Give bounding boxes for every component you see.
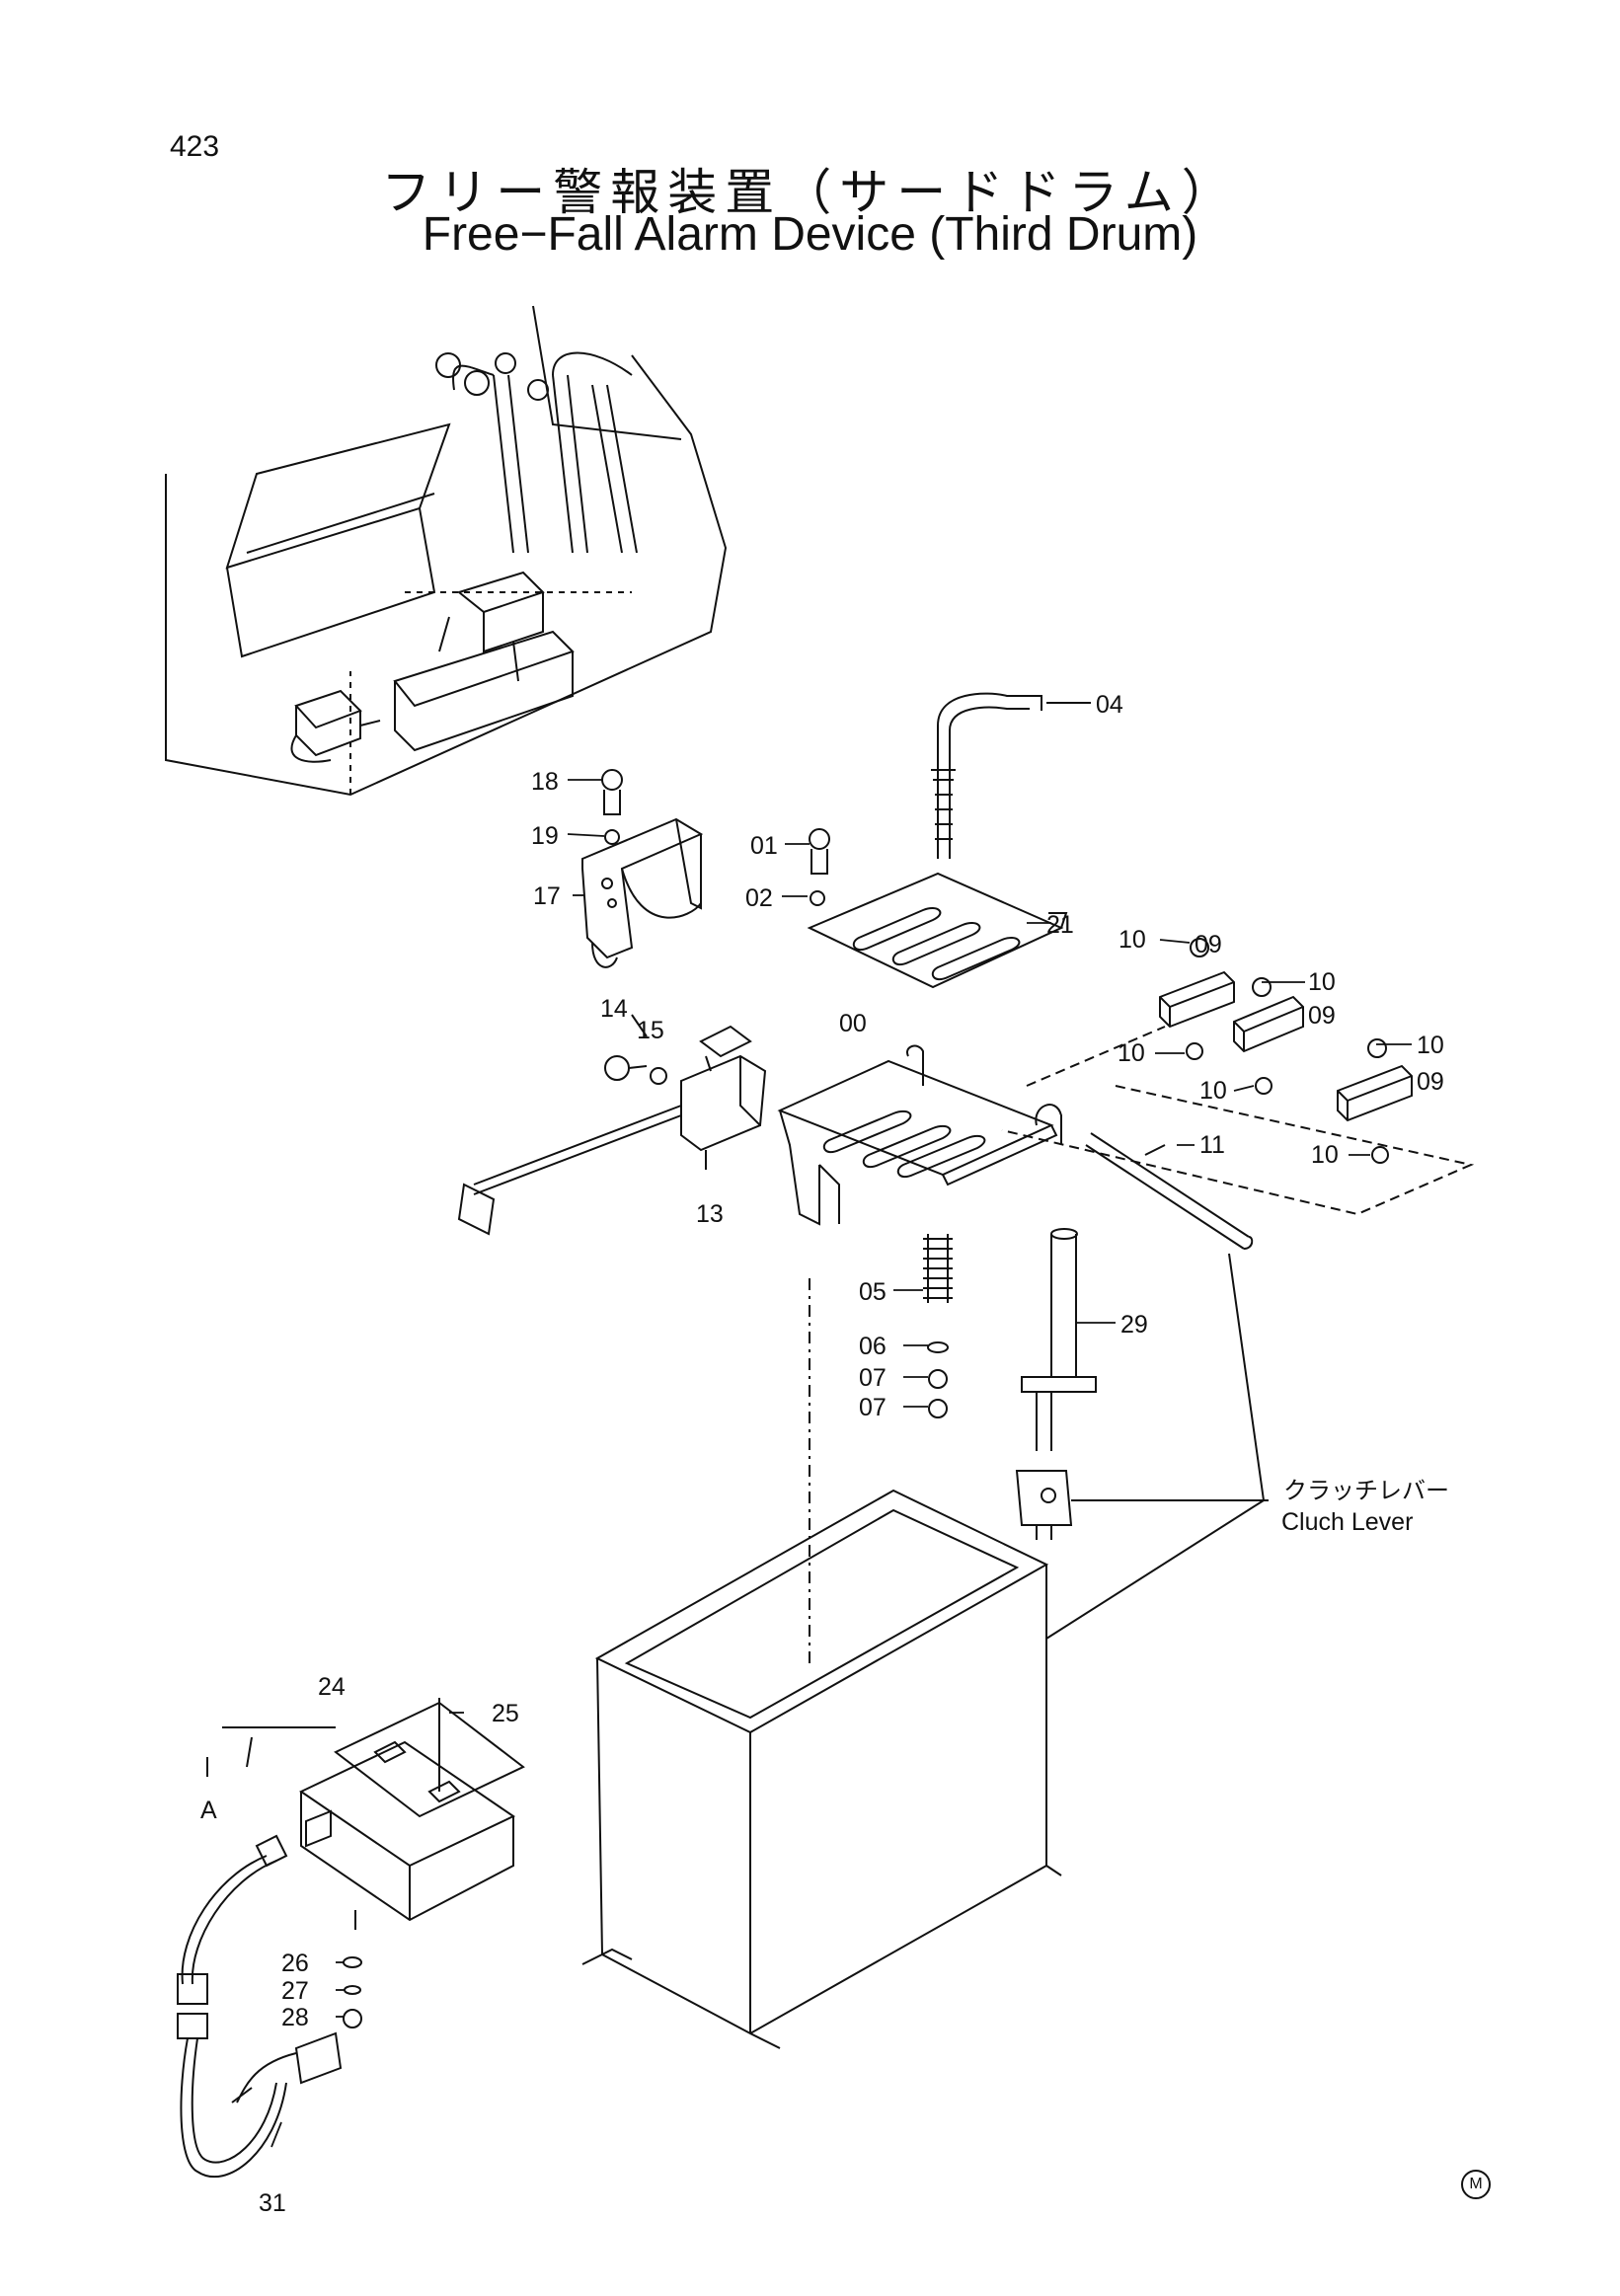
callout-07b: 07 [859,1394,887,1421]
callout-06: 06 [859,1333,887,1360]
callout-18: 18 [531,768,559,796]
part-13-alarm-switch [457,1014,767,1236]
callout-10a: 10 [1119,926,1146,954]
part-21-cover-plate [807,872,1068,989]
callout-labels: 00 01 02 04 05 06 07 07 09 09 09 10 10 1… [200,691,1449,2217]
part-04-lever [931,692,1091,859]
part-00-base-plate [777,1044,1062,1226]
callout-09b: 09 [1308,1002,1336,1030]
callout-26: 26 [281,1950,309,1977]
part-11-shaft [1085,1132,1254,1250]
callout-15: 15 [637,1017,664,1044]
callout-10b: 10 [1308,968,1336,996]
callout-17: 17 [533,882,561,910]
callout-a: A [200,1797,217,1824]
bolts-washers [601,769,830,906]
leader-lines [270,779,1412,2148]
part-17-bracket [581,817,704,968]
callout-00: 00 [839,1010,867,1037]
m-mark-symbol: M [1461,2170,1491,2199]
callout-10e: 10 [1199,1077,1227,1105]
clutch-lever-leaders [1045,1253,1269,1640]
callout-10d: 10 [1118,1039,1145,1067]
callout-19: 19 [531,822,559,850]
page-number: 423 [170,130,220,163]
clutch-lever-label-en: Cluch Lever [1281,1508,1413,1536]
callout-21: 21 [1046,911,1074,939]
callout-10f: 10 [1311,1141,1339,1169]
part-29-stud [1015,1228,1097,1540]
callout-25: 25 [492,1700,519,1727]
callout-05: 05 [859,1278,887,1306]
spring-nut-stack [923,1234,953,1418]
callout-01: 01 [750,832,778,860]
callout-10c: 10 [1417,1032,1444,1059]
callout-27: 27 [281,1977,309,2005]
callout-28: 28 [281,2004,309,2031]
clutch-lever-label-jp: クラッチレバー [1283,1477,1449,1504]
callout-09a: 09 [1195,931,1222,958]
callout-29: 29 [1120,1311,1148,1339]
cab-overview-inset [165,305,728,797]
callout-09c: 09 [1417,1068,1444,1096]
title-english: Free−Fall Alarm Device (Third Drum) [422,208,1198,261]
part-24-controller [177,1698,525,2178]
base-case [581,1278,1062,2049]
callout-14: 14 [600,995,628,1023]
callout-07a: 07 [859,1364,887,1392]
callout-11: 11 [1199,1131,1225,1159]
callout-13: 13 [696,1200,724,1228]
callout-02: 02 [745,884,773,912]
title-japanese: フリー警報装置（サードドラム） [381,164,1239,221]
callout-04: 04 [1096,691,1123,719]
part-09-blocks [1001,938,1475,1216]
callout-24: 24 [318,1673,346,1701]
callout-31: 31 [259,2189,286,2217]
